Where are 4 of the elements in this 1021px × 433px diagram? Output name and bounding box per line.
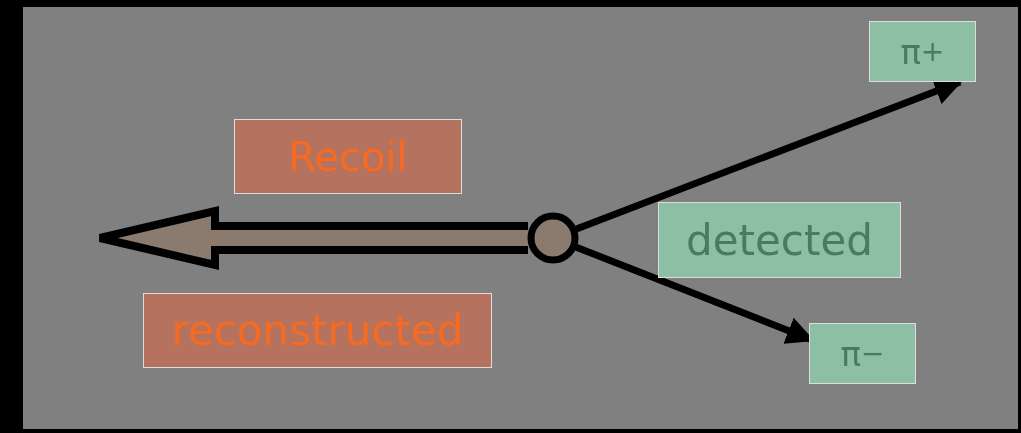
label-box: detected	[658, 202, 901, 278]
vertex-circle	[526, 211, 580, 265]
label-box: reconstructed	[143, 293, 492, 368]
label-box: Recoil	[234, 119, 462, 194]
